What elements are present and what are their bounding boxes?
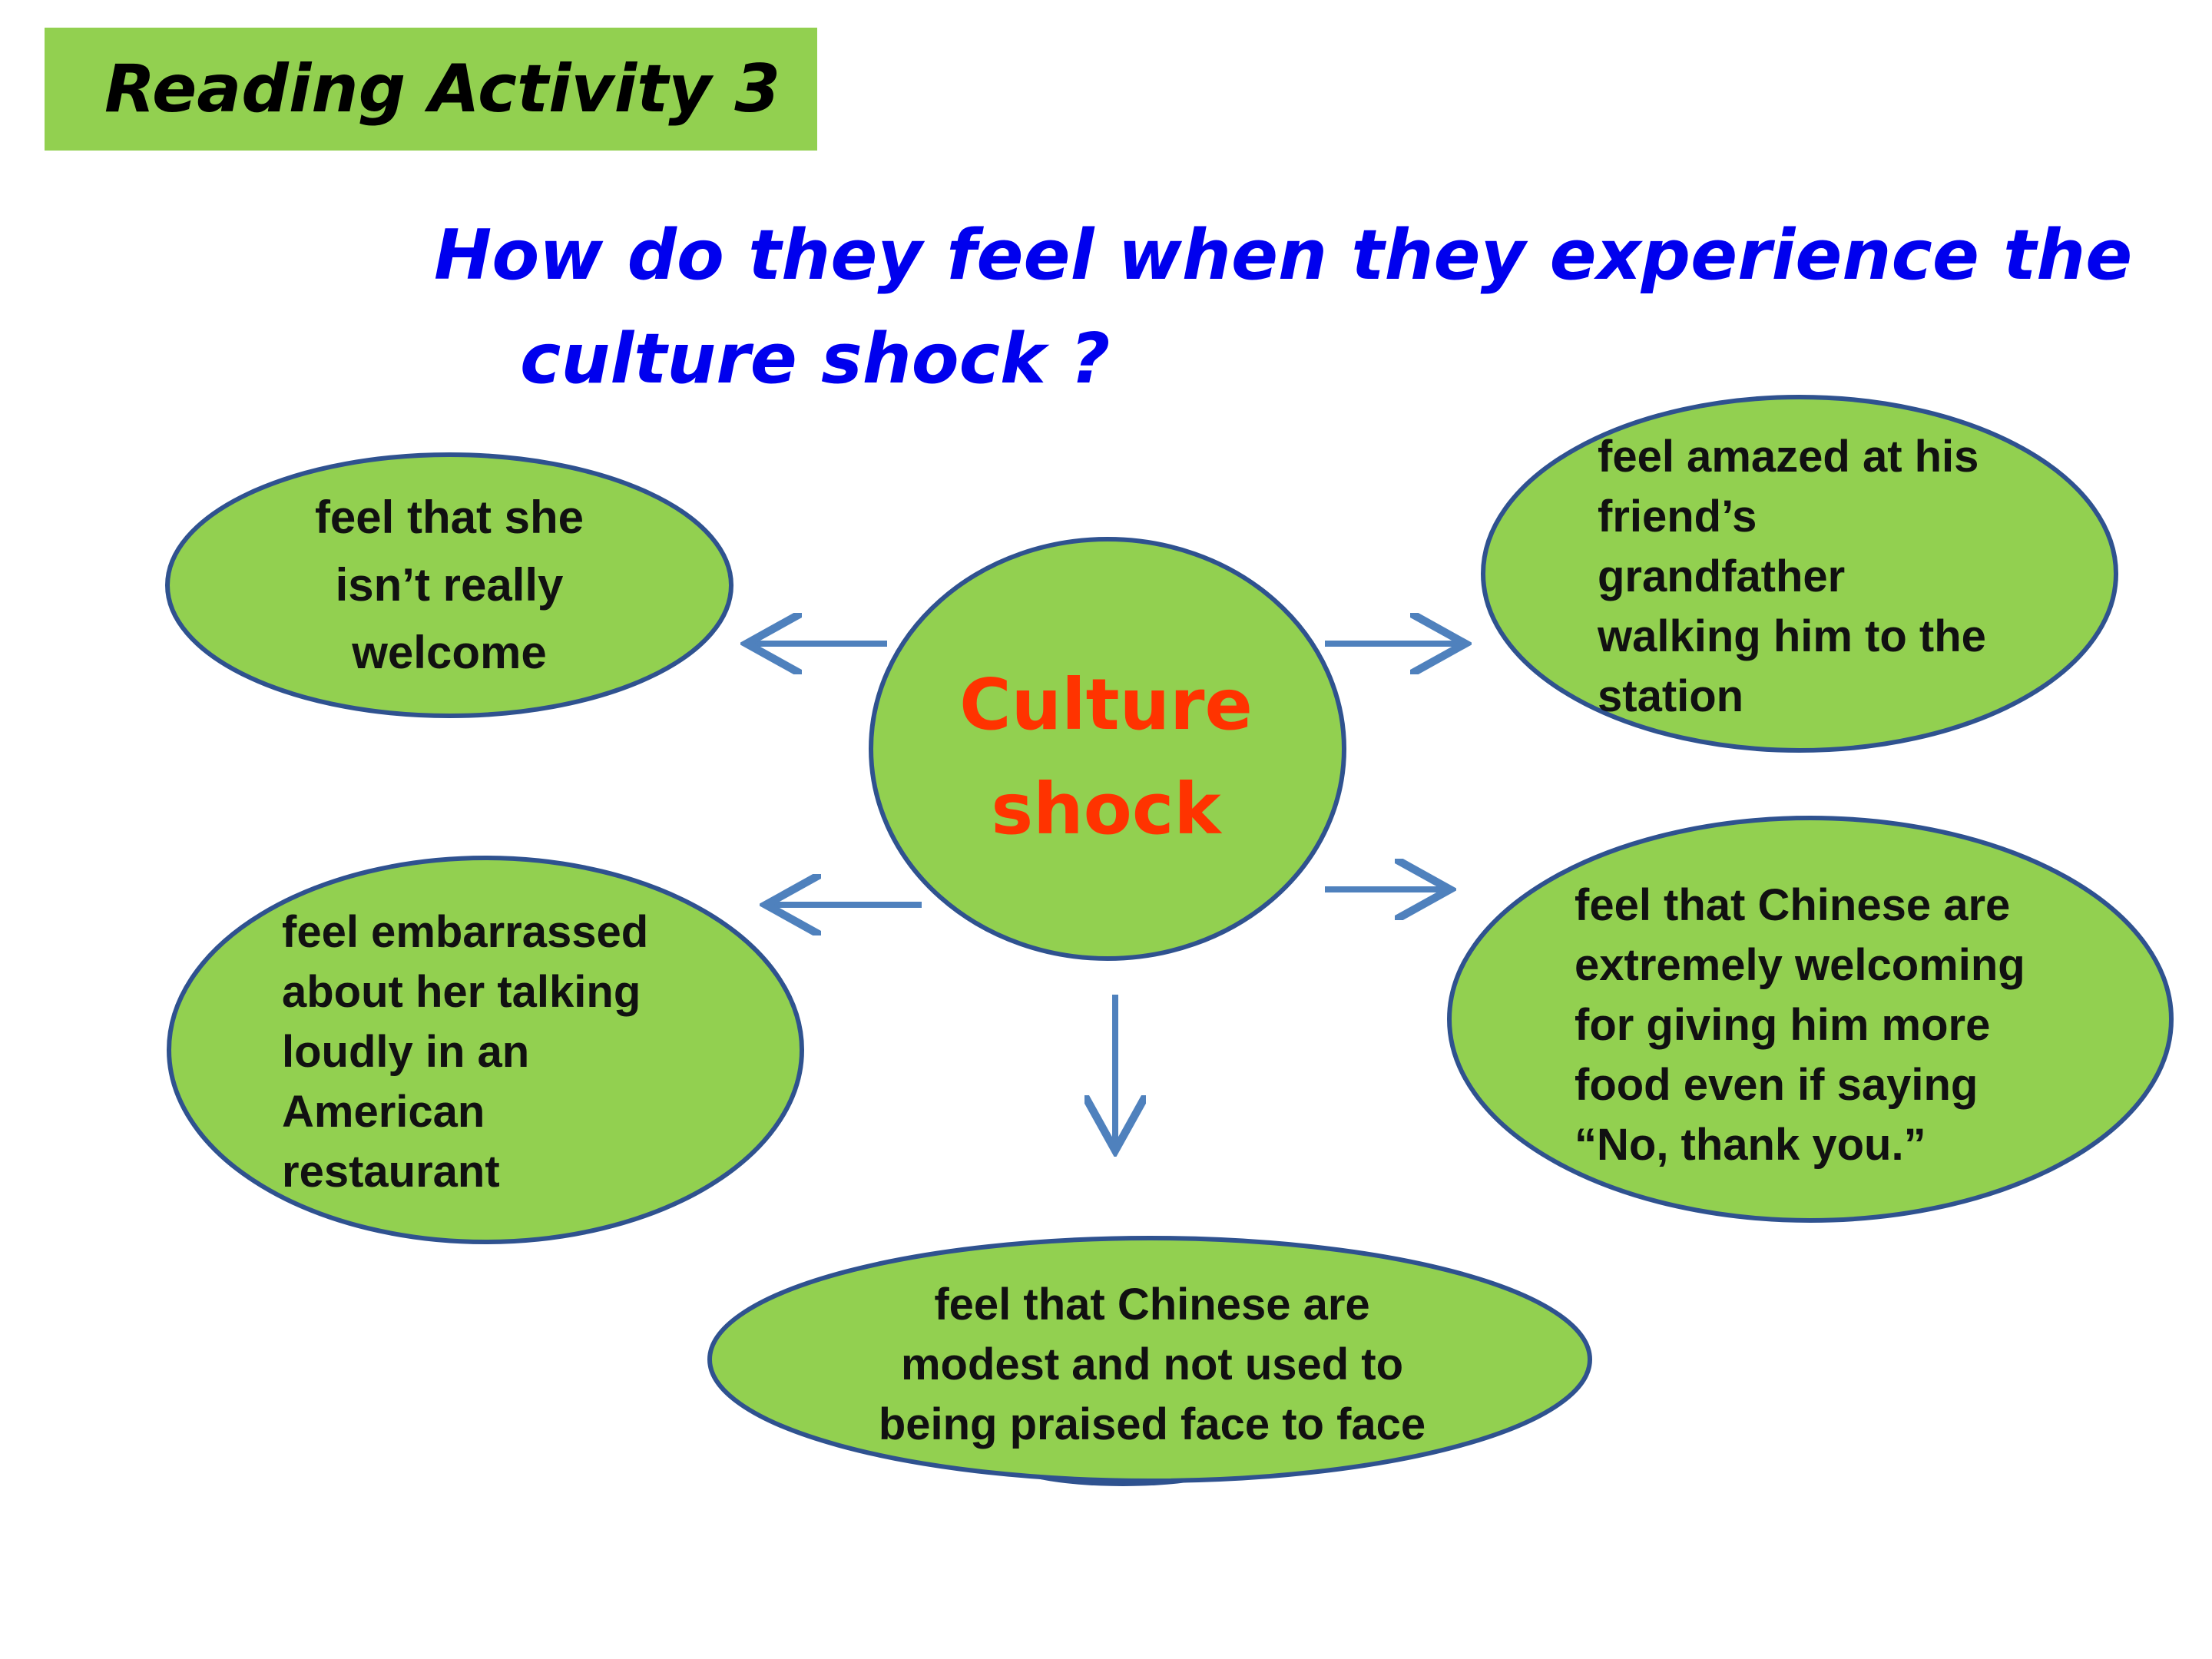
- node-text-line: loudly in an: [282, 1027, 530, 1077]
- node-text-line: welcome: [352, 627, 547, 678]
- node-text-line: restaurant: [282, 1147, 500, 1197]
- node-text-line: friend’s: [1598, 492, 1757, 541]
- center-label-line-1: Culture: [959, 664, 1253, 746]
- center-label-line-2: shock: [991, 768, 1221, 850]
- node-mid-left-text: feel embarrassed about her talking loudl…: [282, 902, 743, 1202]
- node-text-line: feel that Chinese are: [1575, 880, 2011, 930]
- node-top-right: [1481, 395, 2118, 753]
- question-line-2: culture shock ?: [520, 319, 1111, 399]
- node-text-line: American: [282, 1087, 485, 1137]
- node-text-line: modest and not used to: [900, 1339, 1404, 1389]
- question-heading: How do they feel when they experience th…: [434, 204, 2133, 411]
- node-text-line: grandfather: [1598, 551, 1846, 601]
- node-text-line: feel that she: [314, 492, 584, 543]
- node-text-line: station: [1598, 671, 1744, 721]
- node-bottom: [707, 1236, 1592, 1483]
- node-text-line: feel amazed at his: [1598, 432, 1979, 482]
- node-mid-left: [167, 856, 804, 1244]
- slide-title: Reading Activity 3: [104, 51, 781, 127]
- node-text-line: about her talking: [282, 967, 641, 1017]
- node-text-line: being praised face to face: [878, 1399, 1426, 1449]
- question-line-1: How do they feel when they experience th…: [434, 215, 2133, 296]
- center-node: [869, 537, 1346, 961]
- node-text-line: extremely welcoming: [1575, 940, 2025, 990]
- node-text-line: “No, thank you.”: [1575, 1120, 1926, 1170]
- node-bottom-text: feel that Chinese are modest and not use…: [822, 1275, 1482, 1455]
- node-text-line: feel that Chinese are: [934, 1280, 1370, 1330]
- node-mid-right-text: feel that Chinese are extremely welcomin…: [1575, 876, 2112, 1175]
- node-text-line: for giving him more: [1575, 1000, 1991, 1050]
- node-text-line: food even if saying: [1575, 1060, 1979, 1110]
- node-top-right-text: feel amazed at his friend’s grandfather …: [1598, 427, 2089, 727]
- node-text-line: feel embarrassed: [282, 907, 649, 957]
- node-mid-right: [1447, 816, 2174, 1223]
- center-label: Culture shock: [868, 653, 1344, 862]
- title-box: Reading Activity 3: [45, 28, 817, 151]
- node-text-line: isn’t really: [335, 559, 564, 611]
- node-text-line: walking him to the: [1598, 611, 1986, 661]
- node-top-left-text: feel that she isn’t really welcome: [223, 484, 676, 687]
- node-top-left: [165, 452, 733, 718]
